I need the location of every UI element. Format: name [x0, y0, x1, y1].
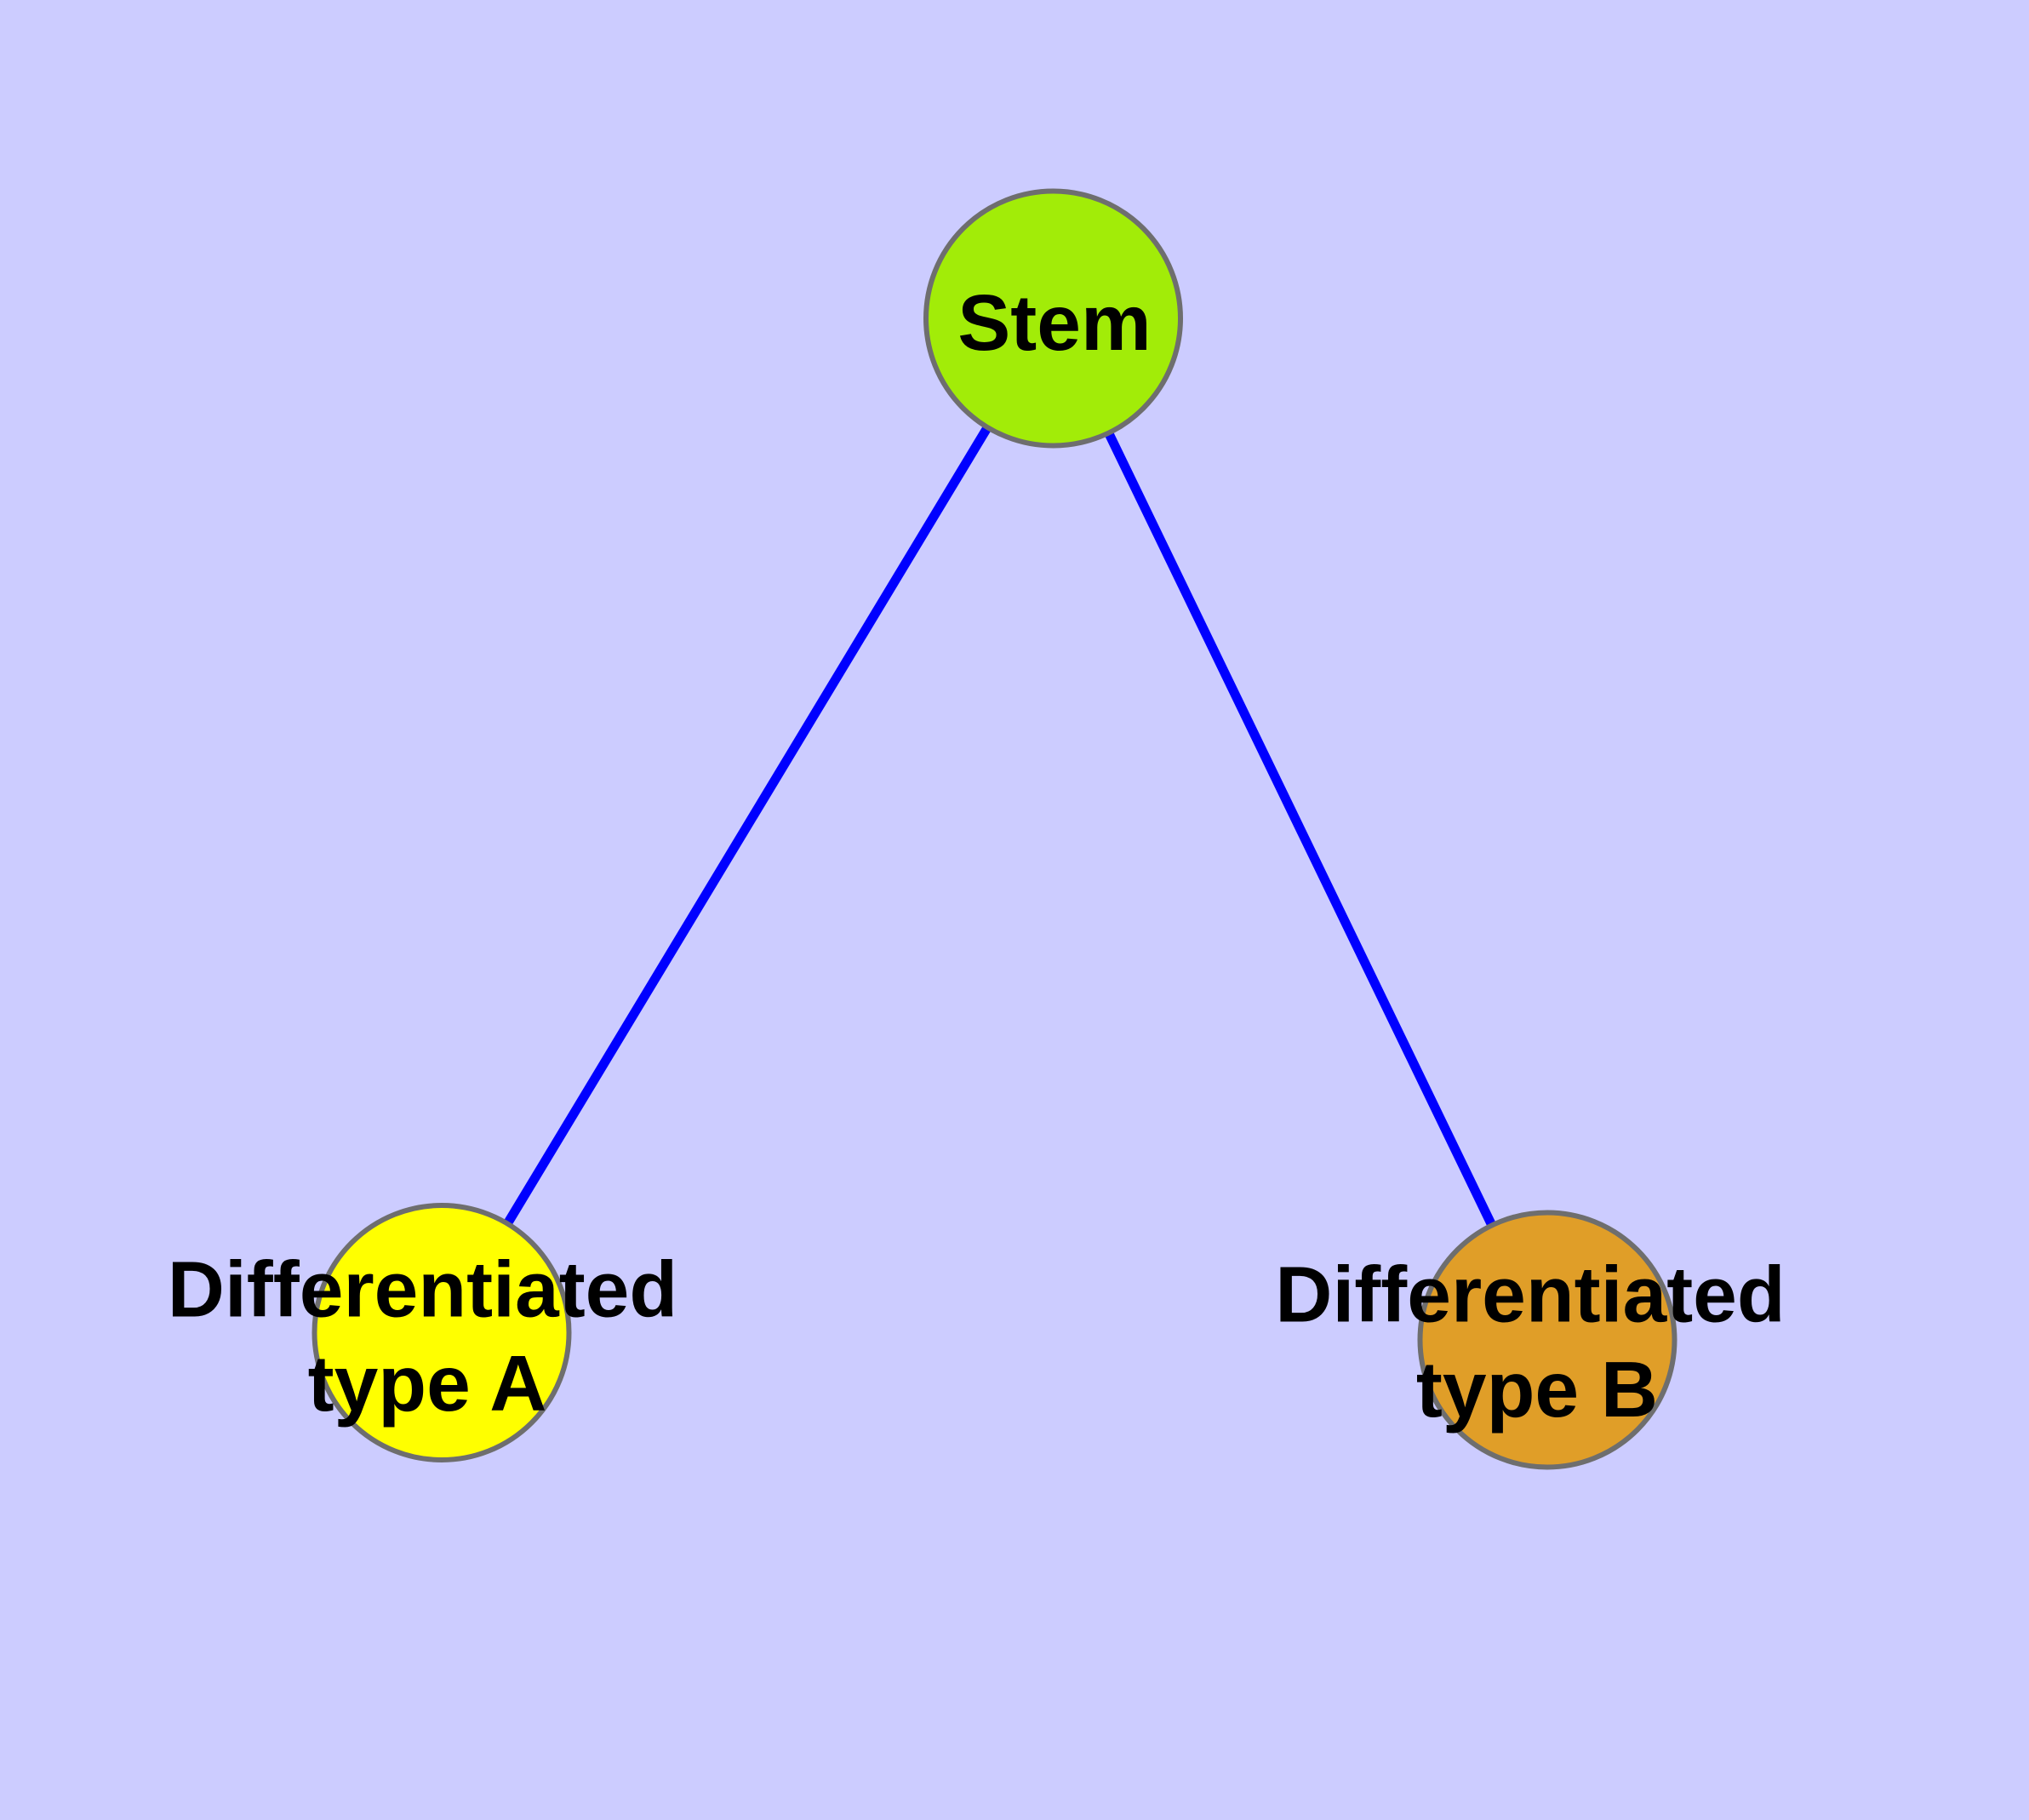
svg-text:type A: type A	[308, 1339, 547, 1428]
svg-text:Differentiated: Differentiated	[1275, 1250, 1785, 1338]
svg-text:type B: type B	[1416, 1345, 1658, 1434]
svg-text:Differentiated: Differentiated	[168, 1245, 677, 1334]
svg-text:Stem: Stem	[957, 278, 1151, 367]
